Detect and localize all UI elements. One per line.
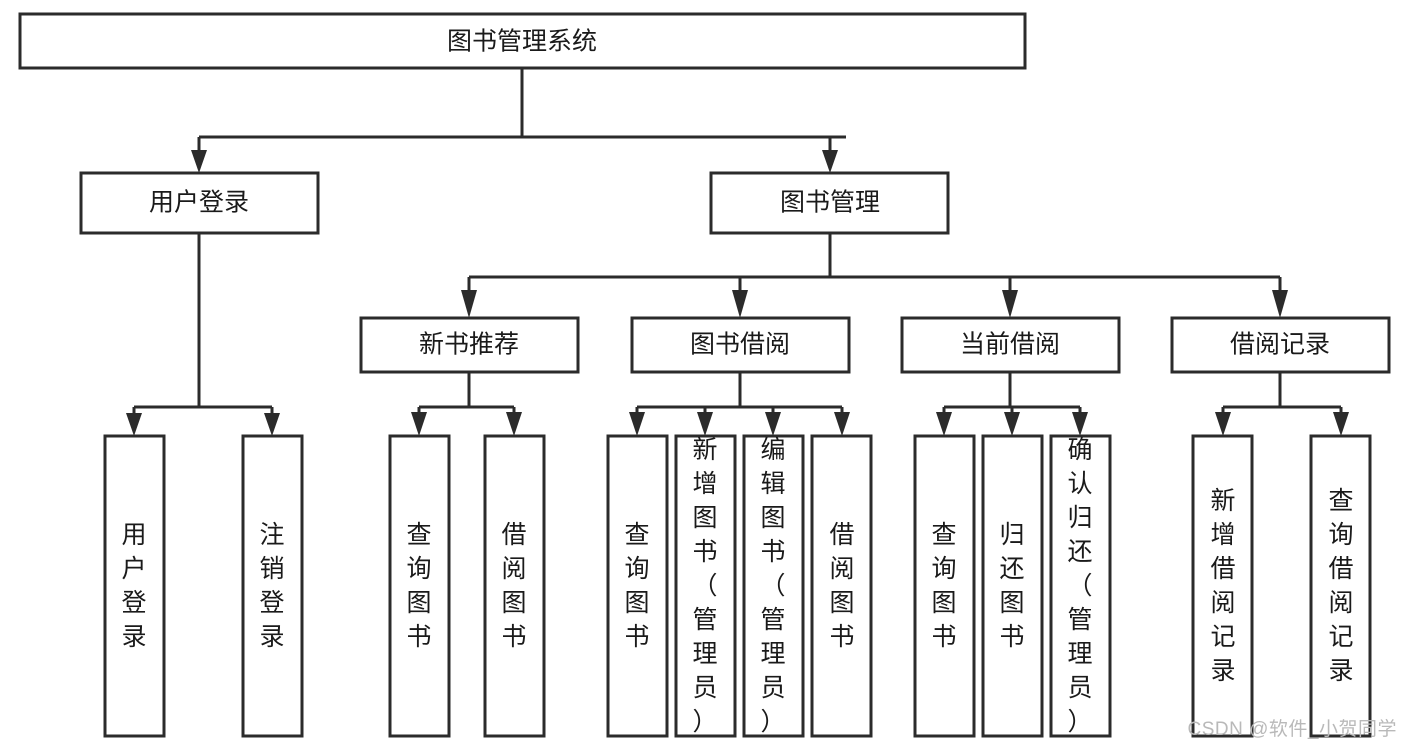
node-new-book-recommend-box[interactable] (359, 316, 580, 374)
arrowhead-new-book-recommend (461, 290, 477, 318)
node-user-login[interactable]: 用户登录 (79, 171, 320, 235)
leaf-return-book-label: 归还图书 (999, 521, 1024, 651)
leaf-add-book[interactable]: 新增图书（管理员） (674, 434, 737, 738)
node-new-book-recommend[interactable]: 新书推荐 (359, 316, 580, 374)
arrowhead-leaf-query-book-2 (629, 412, 645, 436)
node-borrow-record[interactable]: 借阅记录 (1170, 316, 1391, 374)
arrowhead-user-login (191, 150, 207, 173)
leaf-query-book-3-box[interactable] (913, 434, 976, 738)
arrowhead-book-borrow (732, 290, 748, 318)
node-borrow-record-box[interactable] (1170, 316, 1391, 374)
arrowhead-leaf-query-record (1333, 412, 1349, 436)
leaf-borrow-book-2-label: 借阅图书 (829, 521, 854, 651)
leaf-edit-book-box[interactable] (742, 434, 805, 738)
node-new-book-recommend-label: 新书推荐 (419, 331, 519, 359)
leaf-borrow-book-1-box[interactable] (483, 434, 546, 738)
leaf-query-book-1-label: 查询图书 (406, 521, 431, 651)
node-book-manage-box[interactable] (709, 171, 950, 235)
arrowhead-leaf-edit-book (765, 412, 781, 436)
leaf-add-record-label: 新增借阅记录 (1210, 487, 1235, 685)
leaf-query-record-box[interactable] (1309, 434, 1372, 738)
leaf-confirm-return[interactable]: 确认归还（管理员） (1049, 434, 1112, 738)
leaf-return-book[interactable]: 归还图书 (981, 434, 1044, 738)
node-user-login-label: 用户登录 (149, 189, 249, 217)
leaf-query-book-2-box[interactable] (606, 434, 669, 738)
leaf-borrow-book-2[interactable]: 借阅图书 (810, 434, 873, 738)
node-book-borrow-label: 图书借阅 (690, 331, 790, 359)
leaf-query-book-2[interactable]: 查询图书 (606, 434, 669, 738)
arrowhead-leaf-query-book-3 (936, 412, 952, 436)
leaf-user-logout-box[interactable] (241, 434, 304, 738)
leaf-query-record[interactable]: 查询借阅记录 (1309, 434, 1372, 738)
node-book-borrow[interactable]: 图书借阅 (630, 316, 851, 374)
node-book-manage[interactable]: 图书管理 (709, 171, 950, 235)
arrowhead-leaf-confirm-return (1072, 412, 1088, 436)
node-book-borrow-box[interactable] (630, 316, 851, 374)
leaf-user-login-box[interactable] (103, 434, 166, 738)
node-user-login-box[interactable] (79, 171, 320, 235)
leaf-add-book-label: 新增图书（管理员） (692, 436, 717, 736)
arrowhead-leaf-user-login (126, 413, 142, 436)
node-current-borrow-box[interactable] (900, 316, 1121, 374)
node-root[interactable]: 图书管理系统 (18, 12, 1027, 70)
leaf-confirm-return-label: 确认归还（管理员） (1067, 436, 1092, 736)
node-current-borrow-label: 当前借阅 (960, 331, 1060, 359)
leaf-return-book-box[interactable] (981, 434, 1044, 738)
arrowhead-borrow-record (1272, 290, 1288, 318)
leaf-add-book-box[interactable] (674, 434, 737, 738)
arrowhead-leaf-query-book-1 (411, 412, 427, 436)
arrowhead-leaf-add-book (697, 412, 713, 436)
leaf-query-book-3-label: 查询图书 (931, 521, 956, 651)
node-borrow-record-label: 借阅记录 (1230, 331, 1330, 359)
leaf-user-login[interactable]: 用户登录 (103, 434, 166, 738)
leaf-user-logout-label: 注销登录 (259, 521, 284, 651)
arrowhead-leaf-return-book (1004, 412, 1020, 436)
leaf-edit-book[interactable]: 编辑图书（管理员） (742, 434, 805, 738)
leaf-borrow-book-1-label: 借阅图书 (501, 521, 526, 651)
leaf-borrow-book-1[interactable]: 借阅图书 (483, 434, 546, 738)
node-root-label: 图书管理系统 (447, 28, 597, 56)
arrowhead-leaf-borrow-book-2 (834, 412, 850, 436)
node-root-box[interactable] (18, 12, 1027, 70)
leaf-query-record-label: 查询借阅记录 (1328, 487, 1353, 685)
arrowhead-leaf-user-logout (264, 413, 280, 436)
leaf-query-book-2-label: 查询图书 (624, 521, 649, 651)
arrowhead-leaf-add-record (1215, 412, 1231, 436)
arrowhead-current-borrow (1002, 290, 1018, 318)
arrowhead-book-manage (822, 150, 838, 173)
node-book-manage-label: 图书管理 (780, 189, 880, 217)
leaf-user-login-label: 用户登录 (121, 521, 146, 651)
node-current-borrow[interactable]: 当前借阅 (900, 316, 1121, 374)
leaf-query-book-1-box[interactable] (388, 434, 451, 738)
leaf-borrow-book-2-box[interactable] (810, 434, 873, 738)
leaf-add-record-box[interactable] (1191, 434, 1254, 738)
leaf-query-book-3[interactable]: 查询图书 (913, 434, 976, 738)
arrowhead-leaf-borrow-book-1 (506, 412, 522, 436)
leaf-confirm-return-box[interactable] (1049, 434, 1112, 738)
leaf-user-logout[interactable]: 注销登录 (241, 434, 304, 738)
leaf-add-record[interactable]: 新增借阅记录 (1191, 434, 1254, 738)
leaf-edit-book-label: 编辑图书（管理员） (760, 436, 785, 736)
leaf-query-book-1[interactable]: 查询图书 (388, 434, 451, 738)
connector-layer (126, 68, 1349, 436)
